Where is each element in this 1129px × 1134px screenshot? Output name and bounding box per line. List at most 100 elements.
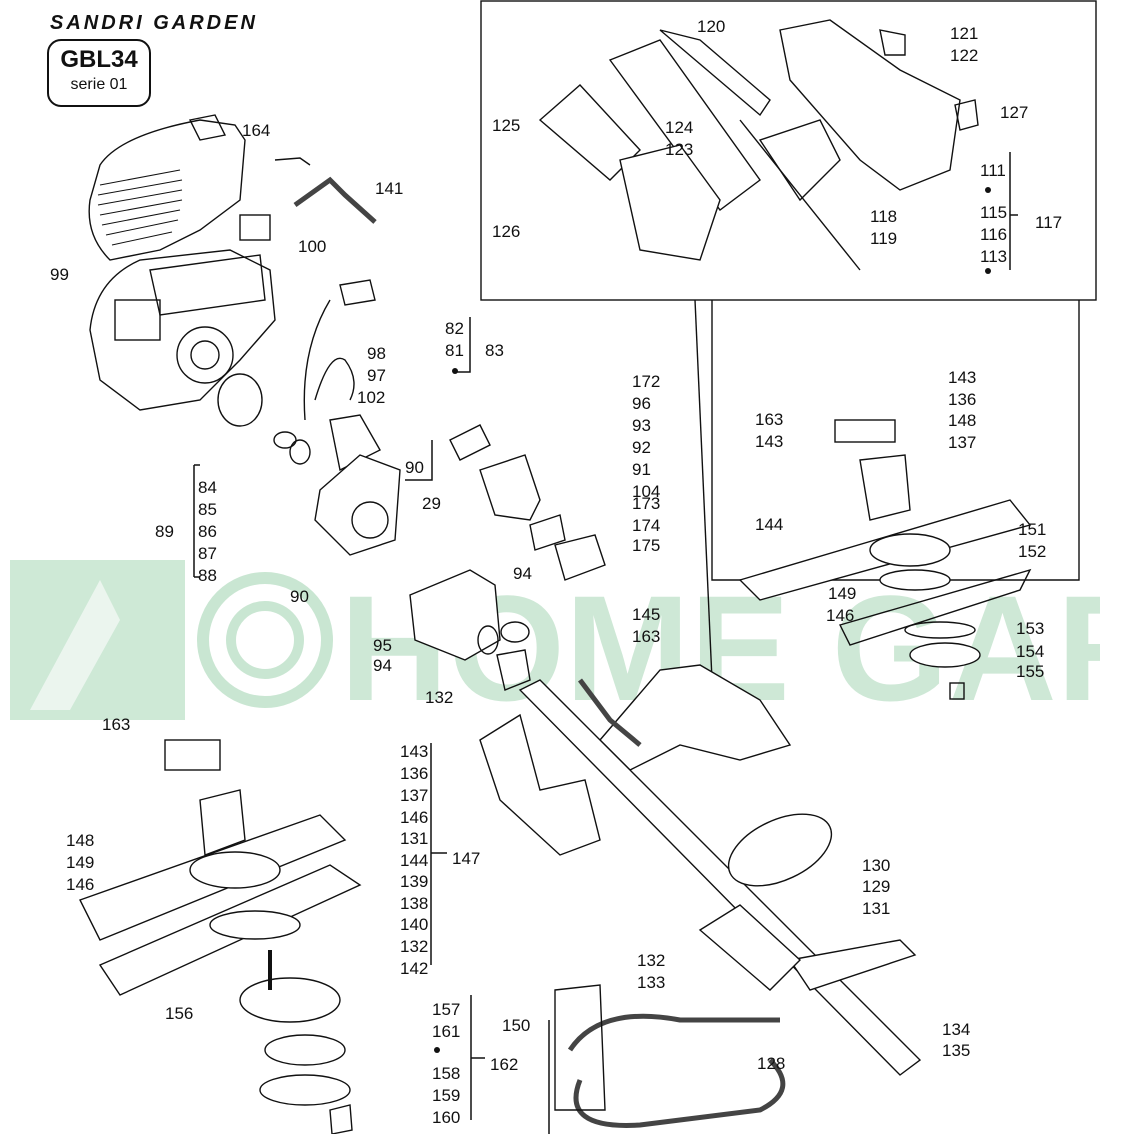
part-label-156: 156 [165,1004,193,1023]
part-label-85: 85 [198,500,217,519]
part-label-162: 162 [490,1055,518,1074]
part-label-102: 102 [357,388,385,407]
brand-logo: SANDRI GARDEN [50,12,258,34]
part-label-144a: 144 [755,515,783,534]
part-label-152: 152 [1018,542,1046,561]
part-label-143c: 143 [400,742,428,761]
part-label-142: 142 [400,959,428,978]
part-label-148a: 148 [948,411,976,430]
part-label-90b: 90 [290,587,309,606]
part-label-129: 129 [862,877,890,896]
part-label-133: 133 [637,973,665,992]
part-label-92: 92 [632,438,651,457]
part-label-81: 81 [445,341,464,360]
part-label-111: 111 [980,161,1006,180]
part-label-159: 159 [432,1086,460,1105]
part-label-89: 89 [155,522,174,541]
part-label-149b: 149 [66,853,94,872]
part-label-118: 118 [870,207,897,226]
part-label-146c: 146 [66,875,94,894]
part-label-132b: 132 [400,937,428,956]
part-label-175: 175 [632,536,660,555]
part-label-137b: 137 [400,786,428,805]
part-label-104: 104 [632,482,660,501]
part-label-153: 153 [1016,619,1044,638]
part-label-158: 158 [432,1064,460,1083]
part-label-148b: 148 [66,831,94,850]
part-label-119: 119 [870,229,897,248]
part-label-146b: 146 [400,808,428,827]
part-label-131a: 131 [400,829,428,848]
engine-cover [88,114,246,261]
part-label-146a: 146 [826,606,854,625]
part-label-122: 122 [950,46,978,65]
part-label-125: 125 [492,116,520,135]
part-label-117: 117 [1035,213,1062,232]
part-label-155: 155 [1016,662,1044,681]
part-label-29: 29 [422,494,441,513]
part-label-124: 124 [665,118,693,137]
part-label-143b: 143 [755,432,783,451]
bullet-marker [452,368,458,374]
part-label-147: 147 [452,849,480,868]
part-label-120: 120 [697,17,725,36]
part-label-96: 96 [632,394,651,413]
part-label-84: 84 [198,478,217,497]
spool-cap [239,977,341,1023]
cutting-head-guard [79,739,362,996]
part-label-121: 121 [950,24,978,43]
part-label-130: 130 [862,856,890,875]
part-label-128: 128 [757,1054,785,1073]
part-label-149a: 149 [828,584,856,603]
model-box: GBL34 serie 01 [47,39,151,107]
part-label-150: 150 [502,1016,530,1035]
part-label-138: 138 [400,894,428,913]
part-label-163c: 163 [102,715,130,734]
clutch-housing [409,569,501,661]
part-label-86: 86 [198,522,217,541]
part-label-151: 151 [1018,520,1046,539]
part-label-174: 174 [632,516,660,535]
part-label-93: 93 [632,416,651,435]
part-label-94b: 94 [373,656,392,675]
part-label-87: 87 [198,544,217,563]
part-label-173: 173 [632,494,660,513]
part-label-127: 127 [1000,103,1028,122]
part-label-161: 161 [432,1022,460,1041]
part-label-132c: 132 [637,951,665,970]
engine-block [89,249,276,411]
part-label-164: 164 [242,121,270,140]
bullet-marker [985,187,991,193]
model-name: GBL34 [60,46,138,73]
model-series: serie 01 [70,76,128,93]
part-label-88: 88 [198,566,217,585]
part-label-141: 141 [375,179,403,198]
part-label-97: 97 [367,366,386,385]
part-label-99: 99 [50,265,69,284]
part-label-132a: 132 [425,688,453,707]
part-label-82: 82 [445,319,464,338]
part-label-113: 113 [980,247,1007,266]
part-label-172: 172 [632,372,660,391]
part-label-136b: 136 [400,764,428,783]
part-label-83: 83 [485,341,504,360]
part-label-126: 126 [492,222,520,241]
part-label-154: 154 [1016,642,1044,661]
part-label-135: 135 [942,1041,970,1060]
part-label-157: 157 [432,1000,460,1019]
part-label-136a: 136 [948,390,976,409]
part-label-91: 91 [632,460,651,479]
part-label-160: 160 [432,1108,460,1127]
part-label-140: 140 [400,915,428,934]
part-label-145: 145 [632,605,660,624]
part-label-90a: 90 [405,458,424,477]
part-label-144b: 144 [400,851,428,870]
loop-handle [727,813,833,887]
bullet-marker [434,1047,440,1053]
part-label-116: 116 [980,225,1007,244]
part-label-94a: 94 [513,564,532,583]
inset-frame-handle [480,0,1097,301]
part-label-163a: 163 [632,627,660,646]
